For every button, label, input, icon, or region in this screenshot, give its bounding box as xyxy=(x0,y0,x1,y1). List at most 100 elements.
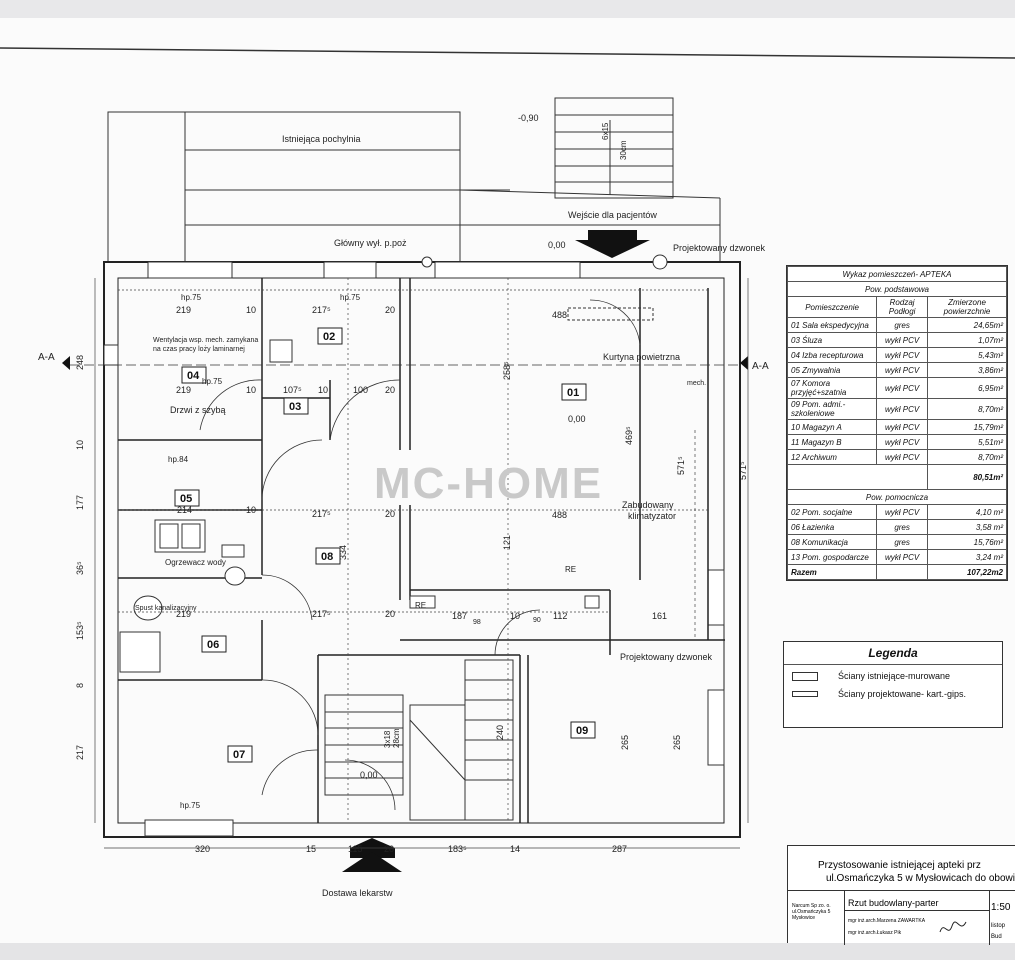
col-floor: Rodzaj Podłogi xyxy=(876,296,929,318)
dim-v265-b: 265 xyxy=(672,735,682,750)
existing-ramp-label: Istniejąca pochylnia xyxy=(282,134,361,144)
dim-320: 320 xyxy=(195,844,210,854)
fire-switch-label: Główny wył. p.poż xyxy=(334,238,407,248)
room-schedule-table: Wykaz pomieszczeń- APTEKA Pow. podstawow… xyxy=(786,265,1008,581)
hp75-c: hp.75 xyxy=(340,293,361,302)
entrance-arrow-icon xyxy=(575,230,650,258)
dim-2175-c: 217⁵ xyxy=(312,609,331,619)
legend-item-label: Ściany istniejące-murowane xyxy=(838,671,951,681)
stairs-bottom-size: 28cm xyxy=(392,728,401,748)
door-shaft-label: Drzwi z szybą xyxy=(170,405,226,415)
scale: 1:50 xyxy=(991,902,1011,913)
legend: Legenda Ściany istniejące-murowane Ścian… xyxy=(783,641,1003,728)
annotations: Wejście dla pacjentów Główny wył. p.poż … xyxy=(38,210,769,898)
dim-14: 14 xyxy=(510,844,520,854)
re-label-2: RE xyxy=(565,565,576,574)
section-arrow-left-icon xyxy=(62,356,70,370)
air-curtain-label: Kurtyna powietrzna xyxy=(603,352,680,362)
room-07: 07 xyxy=(233,749,245,761)
dim-15: 15 xyxy=(306,844,316,854)
hp75-b: hp.75 xyxy=(181,293,202,302)
col-room: Pomieszczenie xyxy=(786,296,878,318)
legend-item: Ściany istniejące-murowane xyxy=(784,665,1002,687)
delivery-label: Dostawa lekarstw xyxy=(322,888,393,898)
section-right-label: A-A xyxy=(752,361,769,372)
room-09: 09 xyxy=(576,725,588,737)
stairs-top-count: 6x15 xyxy=(601,122,610,140)
ac-label: Zabudowany xyxy=(622,500,674,510)
page-bottom-strip xyxy=(0,943,1015,960)
dim-v365: 36⁵ xyxy=(75,561,85,575)
trade: Bud xyxy=(991,934,1002,940)
dim-v2585: 258⁵ xyxy=(502,361,512,380)
project-address: ul.Osmańczyka 5 w Mysłowicach do obowiąz… xyxy=(826,873,1015,884)
room-06: 06 xyxy=(207,639,219,651)
door-swings xyxy=(199,299,641,811)
dim-20-b: 20 xyxy=(385,385,395,395)
dim-v4695: 469⁵ xyxy=(624,426,634,445)
dim-20-c: 20 xyxy=(385,509,395,519)
dim-v10: 10 xyxy=(75,440,85,450)
hp84: hp.84 xyxy=(168,455,189,464)
drawing-title: Rzut budowlany-parter xyxy=(848,898,939,908)
dim-100: 100 xyxy=(353,385,368,395)
stairs-bottom-count: 3x18 xyxy=(383,730,392,748)
room-04: 04 xyxy=(187,370,200,382)
dim-v177: 177 xyxy=(75,495,85,510)
hp75-a: hp.75 xyxy=(202,377,223,386)
bell-bottom-label: Projektowany dzwonek xyxy=(620,652,713,662)
dim-v1535: 153⁵ xyxy=(75,621,85,640)
dimension-lines xyxy=(94,278,749,849)
dim-v8: 8 xyxy=(75,683,85,688)
author: mgr inż.arch.Marzena ZAWARTKA xyxy=(848,918,926,924)
subtotal: 80,51m² xyxy=(927,464,1007,490)
inner-stairs xyxy=(324,659,514,821)
dim-90: 90 xyxy=(533,617,541,624)
investor: Narcum Sp zo. o. ul.Osmańczyka 5 Mysłowi… xyxy=(792,903,831,921)
signature-icon xyxy=(938,912,968,940)
col-area: Zmierzone powierzchnie xyxy=(927,296,1007,318)
dim-v248: 248 xyxy=(75,355,85,370)
sewer-drain-label: Spust kanalizacyjny xyxy=(135,605,197,612)
room-02: 02 xyxy=(323,331,335,343)
dimension-texts: 219 10 217⁵ 20 488 219 10 107⁵ 10 100 20… xyxy=(75,293,748,854)
total-label: Razem xyxy=(786,564,878,580)
room-05: 05 xyxy=(180,493,192,505)
section-primary: Pow. podstawowa xyxy=(787,281,1007,297)
dim-287: 287 xyxy=(612,844,627,854)
legend-item-label: Ściany projektowane- kart.-gips. xyxy=(838,689,967,699)
dim-488-b: 488 xyxy=(552,510,567,520)
table-title: Wykaz pomieszczeń- APTEKA xyxy=(787,266,1007,282)
dim-v5715-a: 571⁵ xyxy=(676,456,686,475)
dim-v334: 334 xyxy=(338,545,348,560)
legend-item: Ściany projektowane- kart.-gips. xyxy=(784,687,1002,705)
dim-219-b: 219 xyxy=(176,385,191,395)
dim-112: 112 xyxy=(553,611,567,621)
dim-v5715-b: 571⁵ xyxy=(738,461,748,480)
dim-161: 161 xyxy=(652,611,667,621)
fixtures xyxy=(119,254,668,673)
ventilation-label-2: na czas pracy loży laminarnej xyxy=(153,346,245,353)
entrance-stairs xyxy=(554,97,674,199)
dim-1835: 183⁵ xyxy=(448,844,467,854)
dim-10-b: 10 xyxy=(246,385,256,395)
dim-10-d: 10 xyxy=(246,505,256,515)
dim-219-c: 219 xyxy=(176,609,191,619)
level-room: 0,00 xyxy=(568,414,586,424)
section-arrow-right-icon xyxy=(740,356,748,370)
dim-20-a: 20 xyxy=(385,305,395,315)
author-2: mgr inż.arch.Łukasz Pik xyxy=(848,930,902,936)
ventilation-label: Wentylacja wsp. mech. zamykana xyxy=(153,337,258,344)
dim-187: 187 xyxy=(452,611,467,621)
mech-label: mech. xyxy=(687,380,706,387)
room-labels: 01 02 03 04 05 06 07 08 09 xyxy=(174,327,596,763)
